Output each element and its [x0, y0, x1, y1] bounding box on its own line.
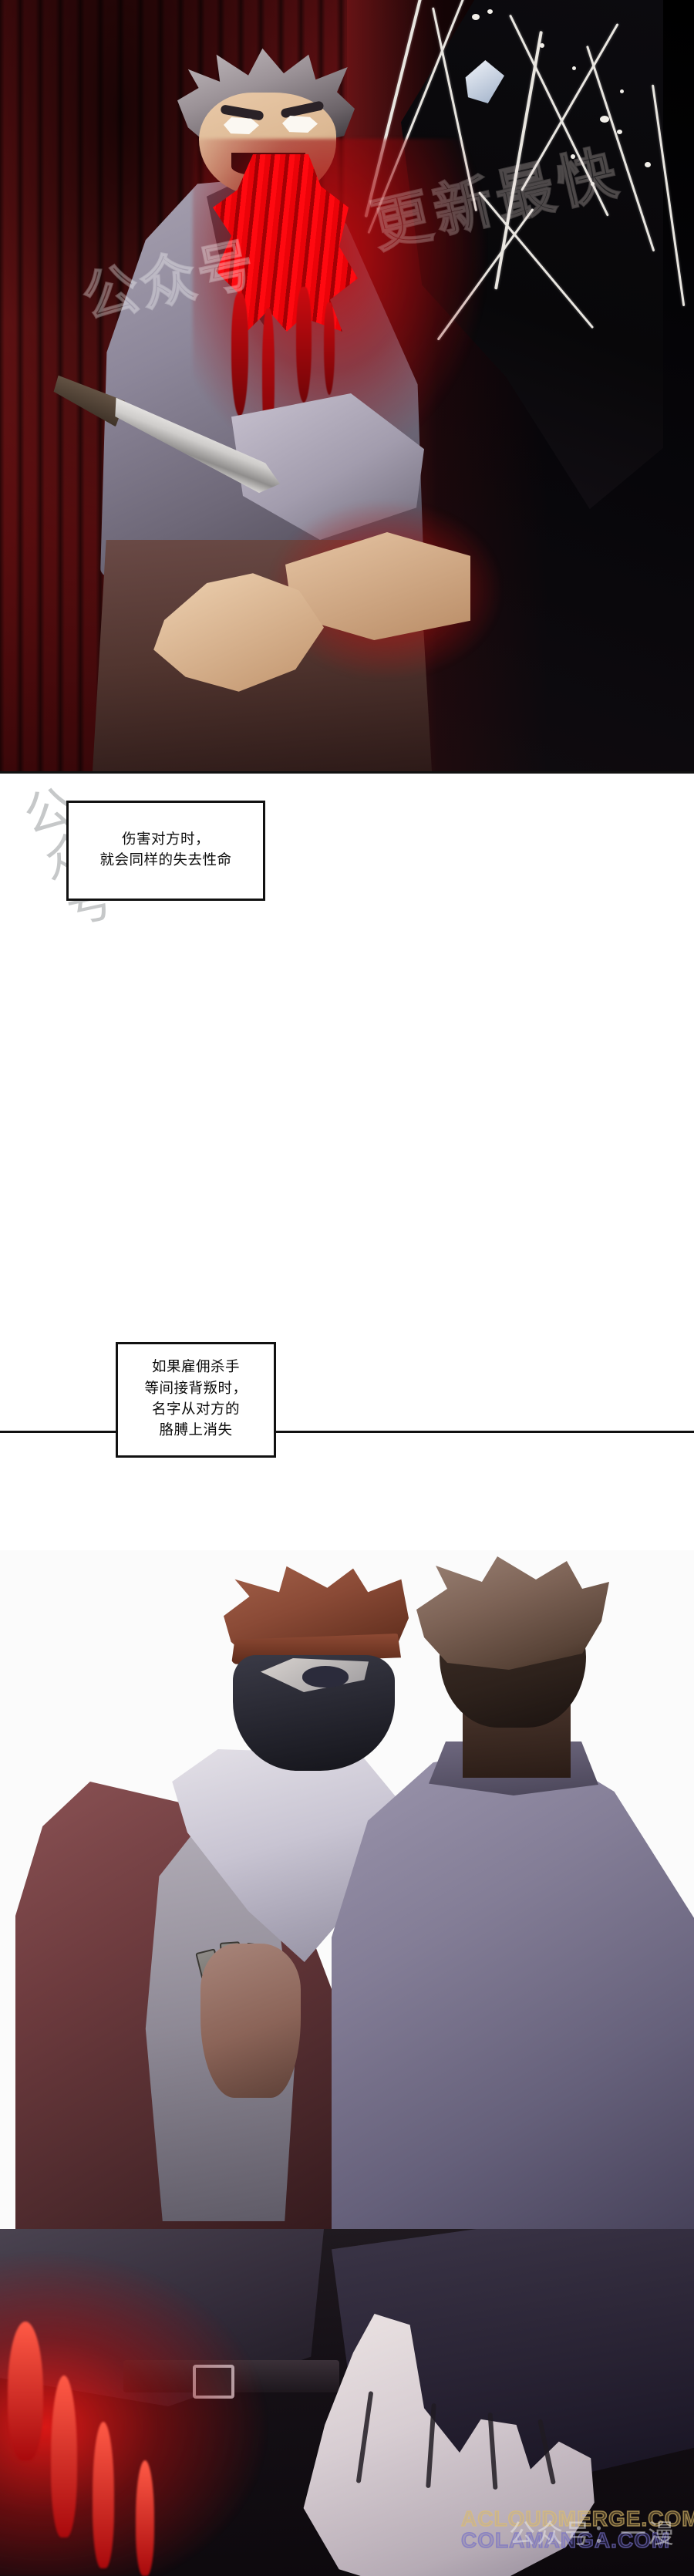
panel-dark-hand [0, 2229, 694, 2576]
narration-line: 等间接背叛时， [144, 1381, 248, 1397]
red-flame-wisp [93, 2422, 114, 2568]
blood-streak [296, 287, 312, 403]
paint-speck [571, 154, 575, 159]
narration-textbox-2: 如果雇佣杀手 等间接背叛时， 名字从对方的 胳膊上消失 [116, 1342, 276, 1458]
panel-divider-line-middle [0, 1431, 694, 1433]
panel-two-men [0, 1550, 694, 2229]
narration-line: 胳膊上消失 [159, 1423, 233, 1439]
narration-textbox-1: 伤害对方时， 就会同样的失去性命 [66, 801, 265, 901]
paint-speck [540, 43, 544, 48]
watermark-bottom-cn: 公众号：一漫 [509, 2520, 675, 2549]
paint-speck [645, 162, 651, 167]
blood-streak [231, 293, 248, 416]
paint-speck [617, 130, 622, 134]
paint-speck [472, 14, 480, 20]
paint-speck [620, 89, 624, 93]
red-flame-wisp [8, 2321, 43, 2460]
paint-speck [487, 9, 493, 14]
narration-line: 名字从对方的 [151, 1402, 240, 1418]
watermark-site-colamanga: COLAMANGA.COM [460, 2527, 671, 2553]
narration-line: 就会同样的失去性命 [99, 853, 232, 868]
narration-line: 如果雇佣杀手 [151, 1360, 240, 1376]
masked-man-pupil [302, 1666, 349, 1688]
character-eye-left [224, 117, 259, 134]
panel-divider-line-top [0, 771, 694, 774]
masked-man-gloved-hand [200, 1944, 301, 2098]
character-eye-right [282, 116, 318, 133]
paint-speck [600, 116, 609, 123]
panel-bloody-scene: 公众号 更新最快 [0, 0, 694, 771]
paint-speck [572, 66, 576, 70]
narration-line: 伤害对方时， [121, 832, 210, 848]
paint-speck [591, 182, 595, 186]
watermark-sites: ACLOUDMERGE.COM COLAMANGA.COM [460, 2506, 694, 2553]
red-flame-wisp [51, 2375, 77, 2537]
watermark-site-acloudmerge: ACLOUDMERGE.COM [460, 2506, 694, 2531]
red-flame-wisp [136, 2460, 154, 2576]
back-facing-man-suit [332, 1743, 694, 2229]
blood-streak [324, 302, 335, 395]
